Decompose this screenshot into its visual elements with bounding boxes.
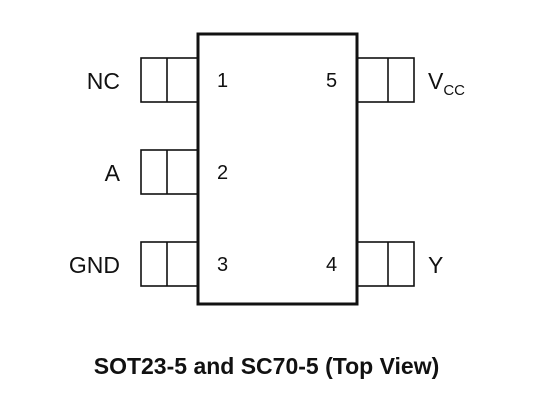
pin-2-signal-label: A: [105, 160, 121, 186]
pin-3-number: 3: [217, 254, 228, 276]
pin-5-number: 5: [326, 70, 337, 92]
package-body: [196, 32, 359, 306]
diagram-caption: SOT23-5 and SC70-5 (Top View): [94, 353, 440, 379]
pin-1-signal-label: NC: [87, 68, 120, 94]
pin-5-signal-main: V: [428, 68, 444, 94]
pin-1-lead: [140, 57, 199, 103]
pin-4-signal-label: Y: [428, 252, 443, 278]
pin-3-lead: [140, 241, 199, 287]
pin-3-signal-label: GND: [69, 252, 120, 278]
pin-5-signal-label: VCC: [428, 68, 465, 99]
pin-4-number: 4: [326, 254, 337, 276]
pin-4-lead: [356, 241, 415, 287]
pin-1-number: 1: [217, 70, 228, 92]
pin-2-lead: [140, 149, 199, 195]
pin-5-signal-subscript: CC: [443, 82, 465, 99]
pin-2-number: 2: [217, 162, 228, 184]
pin-5-lead: [356, 57, 415, 103]
